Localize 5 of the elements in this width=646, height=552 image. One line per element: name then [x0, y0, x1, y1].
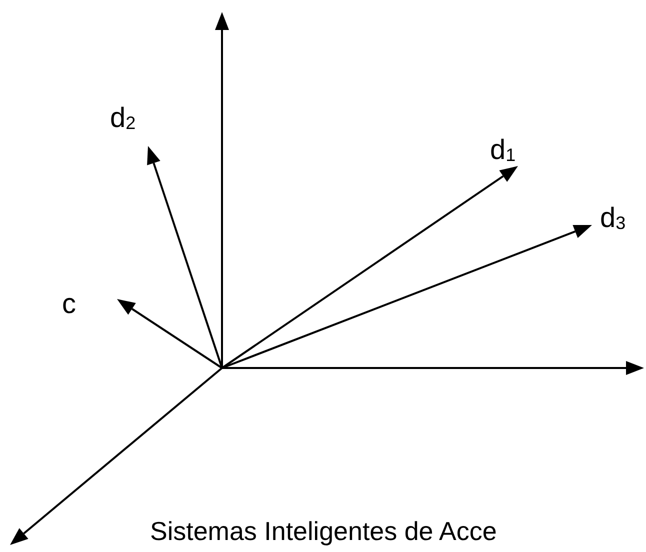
vector-label: c — [62, 290, 76, 318]
vector-label: d$_{2}$ — [110, 104, 136, 132]
vector-label: d$_{3}$ — [600, 204, 626, 232]
vector-label: d$_{1}$ — [490, 136, 516, 164]
caption: Sistemas Inteligentes de Acce — [150, 518, 497, 544]
